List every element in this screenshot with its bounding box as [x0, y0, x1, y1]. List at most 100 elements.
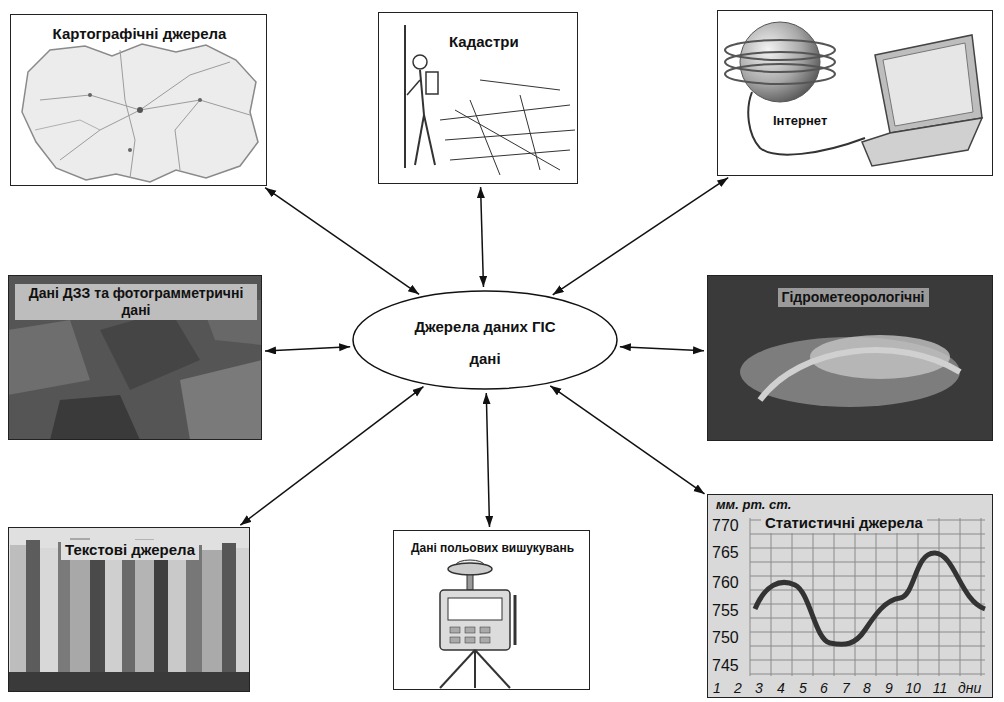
ellipse-shape: [353, 291, 617, 389]
books-image: [8, 672, 250, 692]
chart-grid: [981, 518, 982, 676]
gps-receiver: [465, 627, 475, 633]
source-box: Кадастри: [378, 12, 578, 184]
surveyor-sketch: [407, 80, 420, 95]
map-illustration: [22, 44, 258, 182]
axis-unit: мм. рт. ст.: [712, 496, 795, 514]
surveyor-sketch: [520, 95, 540, 170]
node-label: Джерела даних ГІС: [414, 318, 555, 336]
map-illustration: [137, 107, 143, 113]
books-image: [8, 527, 250, 692]
gps-receiver: [440, 560, 515, 688]
surveyor-sketch: [415, 115, 424, 165]
gps-receiver: [514, 595, 517, 645]
node-label: Гідрометеорологічні: [778, 288, 929, 307]
axis-tick-label: 9: [885, 680, 893, 697]
internet-illustration: [883, 43, 973, 126]
remote-sensing-image: [8, 320, 90, 395]
axis-tick-label: 765: [712, 543, 739, 562]
gps-receiver: [448, 598, 502, 620]
gps-receiver: [467, 575, 473, 590]
chart-grid: [792, 518, 793, 676]
gps-receiver: [480, 627, 490, 633]
internet-illustration: [725, 64, 835, 84]
map-illustration: [40, 95, 250, 115]
connector-arrow: [620, 347, 704, 351]
surveyor-sketch: [445, 130, 575, 140]
axis-unit: дни: [958, 680, 981, 697]
chart-grid: [834, 518, 835, 676]
axis-tick-label: 745: [712, 656, 739, 675]
chart-grid: [960, 518, 961, 676]
internet-illustration: [725, 52, 835, 72]
chart-grid: [750, 660, 985, 661]
node-label: Дані польових вишукувань: [411, 541, 574, 555]
axis-tick-label: 750: [712, 628, 739, 647]
connector-arrow: [486, 393, 489, 527]
axis-tick-label: 7: [842, 680, 850, 697]
map-illustration: [35, 120, 100, 130]
node-label: Кадастри: [449, 33, 519, 51]
ellipse-outline: [352, 290, 618, 390]
connector-arrow: [265, 188, 419, 295]
pressure-curve: [755, 553, 985, 644]
weather-image: [760, 350, 960, 400]
remote-sensing-image: [8, 275, 262, 440]
gps-receiver: [440, 590, 510, 650]
chart-grid: [876, 518, 877, 676]
surveyor-sketch: [455, 110, 560, 170]
gps-receiver: [465, 637, 475, 643]
source-box: Дані ДЗЗ та фотограмметричні дані: [8, 275, 262, 440]
weather-image: [707, 275, 993, 441]
connector-arrow: [481, 187, 484, 287]
chart-grid: [939, 518, 940, 676]
remote-sensing-image: [8, 275, 262, 440]
gps-receiver: [474, 650, 476, 688]
central-ellipse: Джерела даних ГІС дані: [352, 290, 618, 390]
connector-arrow: [553, 178, 728, 295]
map-illustration: [60, 62, 230, 160]
chart-grid: [750, 618, 985, 619]
axis-tick-label: 3: [755, 680, 763, 697]
internet-illustration: [862, 118, 982, 166]
books-image: [40, 548, 58, 672]
axis-tick-label: 1: [713, 680, 721, 697]
chart-grid: [855, 518, 856, 676]
source-box: Статистичні джерела: [707, 494, 993, 698]
gps-receiver: [450, 627, 460, 633]
internet-illustration: [875, 35, 982, 133]
axis-tick-label: 770: [712, 516, 739, 535]
gps-receiver: [448, 563, 492, 575]
chart-grid: [750, 590, 985, 591]
books-image: [90, 546, 105, 672]
map-illustration: [88, 93, 92, 97]
books-image: [26, 540, 40, 672]
node-label: дані: [469, 350, 500, 368]
chart-grid: [750, 548, 985, 549]
remote-sensing-image: [100, 310, 200, 390]
chart-grid: [750, 604, 985, 605]
map-illustration: [22, 44, 258, 182]
node-label: Текстові джерела: [61, 540, 199, 560]
books-image: [122, 544, 135, 672]
gps-receiver: [450, 637, 460, 643]
connector-arrow: [550, 386, 704, 494]
axis-tick-label: 11: [933, 680, 948, 697]
surveyor-sketch: [480, 80, 560, 90]
node-label: Картографічні джерела: [53, 25, 227, 43]
surveyor-sketch: [424, 115, 435, 165]
chart-grid: [750, 576, 985, 577]
books-image: [186, 545, 202, 672]
map-illustration: [175, 100, 200, 170]
source-box: Інтернет: [717, 10, 993, 176]
gps-receiver: [480, 637, 490, 643]
axis-tick-label: 6: [820, 680, 828, 697]
chart-grid: [750, 518, 751, 676]
node-label: Інтернет: [773, 113, 827, 129]
axis-tick-label: 755: [712, 601, 739, 620]
remote-sensing-image: [180, 360, 262, 440]
axis-tick-label: 10: [905, 680, 921, 697]
surveyor-sketch: [470, 100, 500, 175]
books-image: [222, 543, 236, 672]
axis-tick-label: 2: [734, 680, 742, 697]
